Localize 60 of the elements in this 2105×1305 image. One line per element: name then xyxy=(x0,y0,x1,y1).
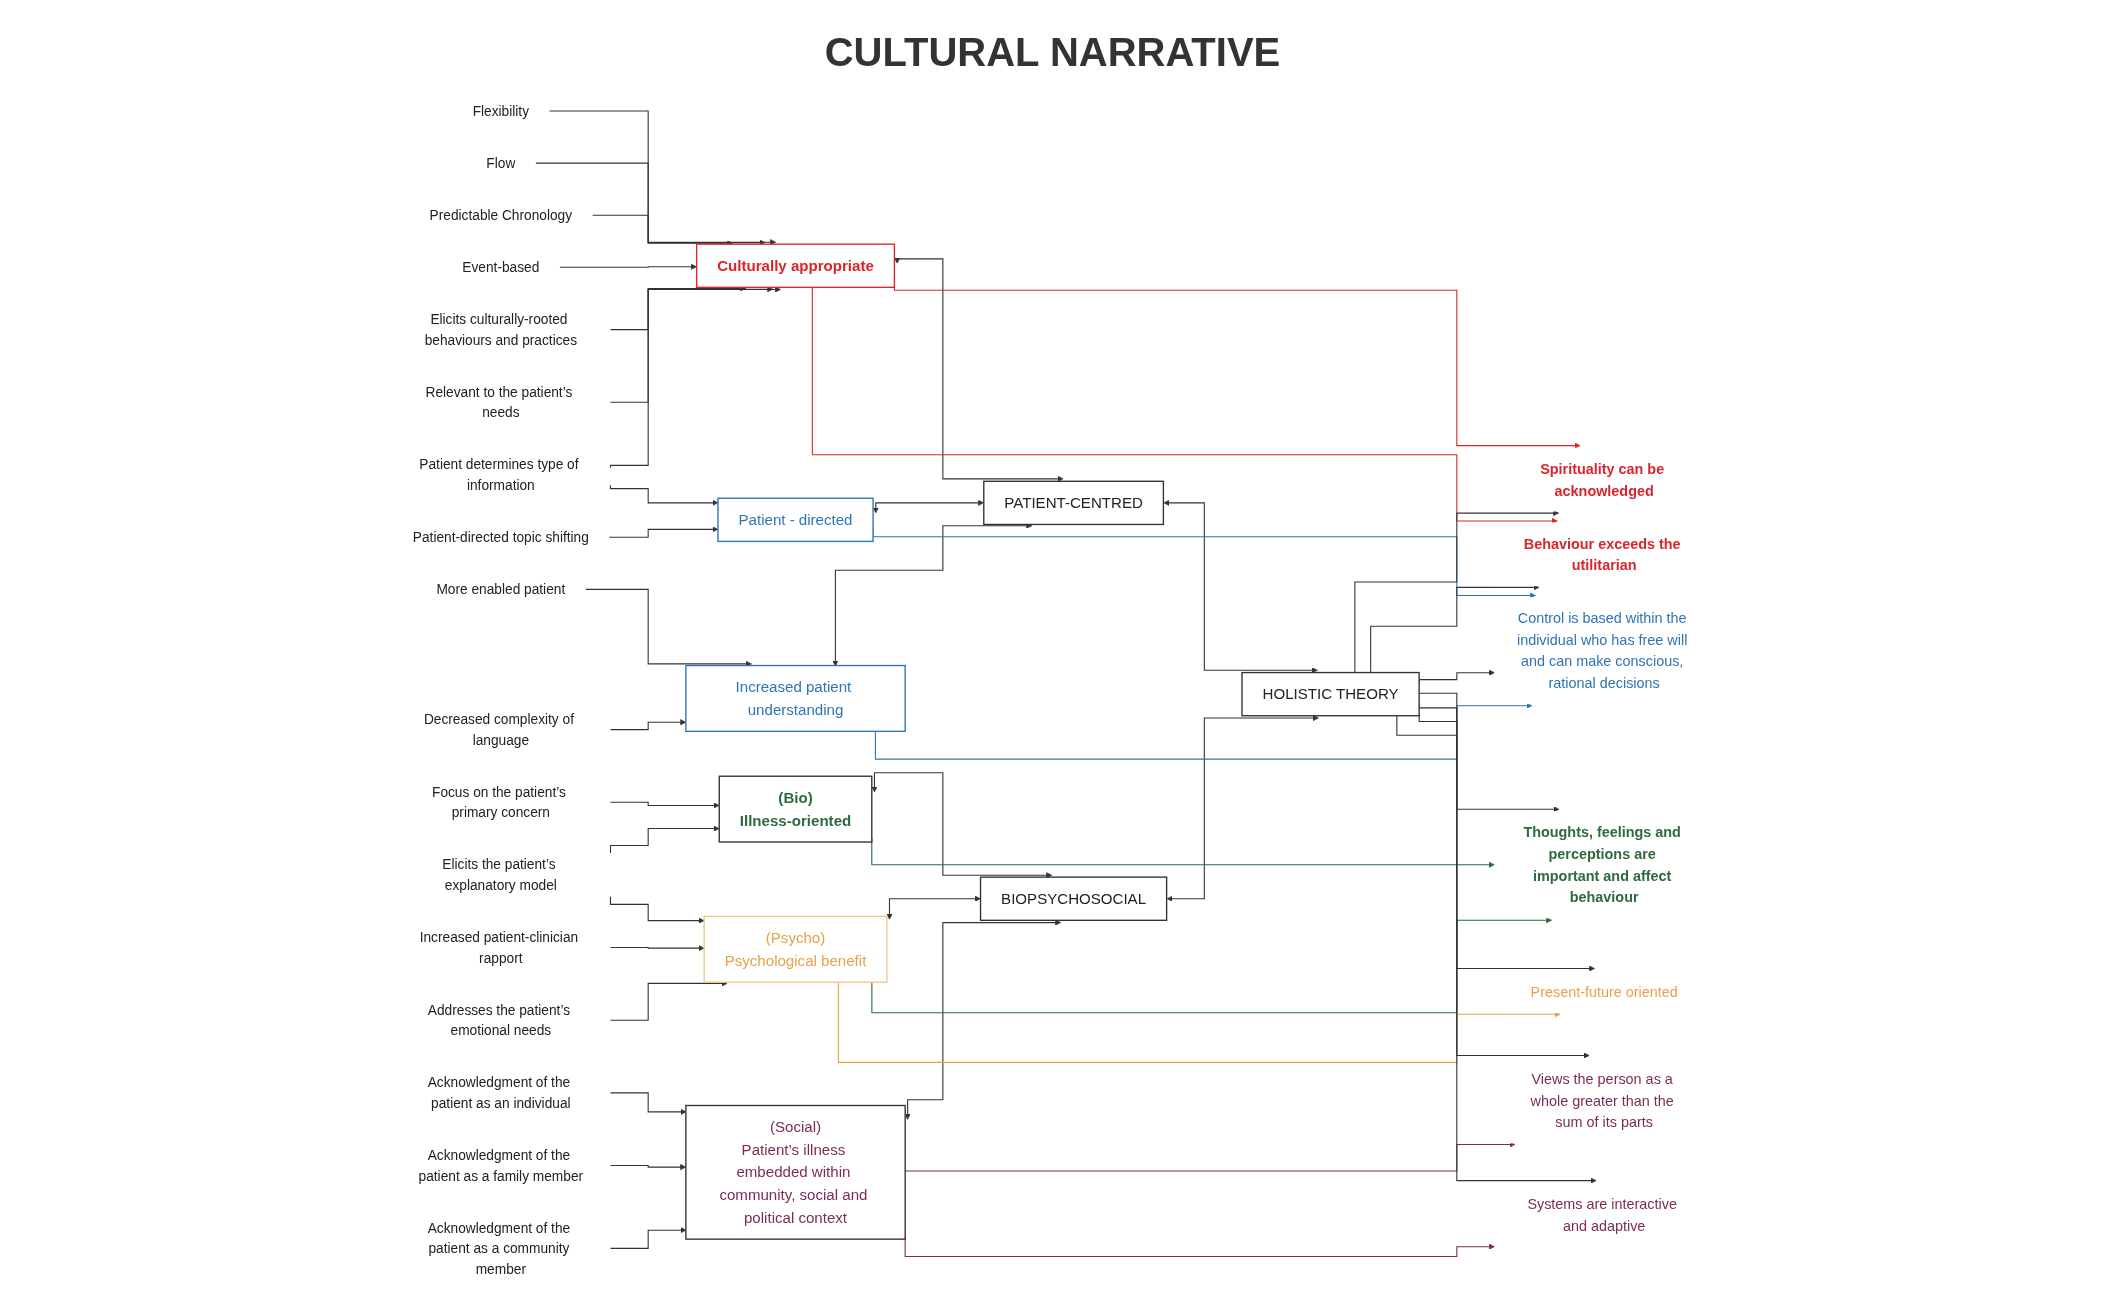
node-text: Focus on the patient’s primary concern xyxy=(432,784,566,821)
arrow xyxy=(609,980,728,1021)
node-text: Elicits culturally-rooted behaviours and practices xyxy=(424,311,578,348)
arrow xyxy=(904,919,1062,1120)
node-text: Event-based xyxy=(462,259,540,275)
node-text: Predictable Chronology xyxy=(429,207,573,223)
node-text: Systems are interactive and adaptive xyxy=(1527,1196,1677,1234)
arrow xyxy=(535,162,766,246)
arrow xyxy=(609,896,705,924)
arrow xyxy=(837,981,1561,1063)
arrow xyxy=(559,263,697,270)
node-box: BIOPSYCHOSOCIAL xyxy=(979,876,1168,921)
node-text: Patient-directed topic shifting xyxy=(412,529,589,545)
arrow xyxy=(832,522,1033,667)
node-box: Culturally appropriate xyxy=(695,243,896,289)
node-text: Addresses the patient’s emotional needs xyxy=(427,1002,571,1039)
arrow xyxy=(886,895,981,920)
arrow xyxy=(549,110,777,246)
node-text: Spirituality can be acknowledged xyxy=(1540,460,1665,499)
arrow xyxy=(871,917,1552,1014)
node-text: Present-future oriented xyxy=(1530,983,1678,1000)
node-text: Acknowledgment of the patient as an individual xyxy=(427,1075,571,1111)
node-text: Increased patient-clinician rapport xyxy=(419,929,579,966)
arrow xyxy=(1354,510,1560,674)
node-box: HOLISTIC THEORY xyxy=(1241,671,1420,717)
arrow xyxy=(609,285,747,331)
arrow xyxy=(609,801,720,809)
arrow xyxy=(1166,715,1319,902)
node-text: Relevant to the patient’s needs xyxy=(425,384,573,421)
node-text: Behaviour exceeds the utilitarian xyxy=(1523,535,1681,573)
node-text: Control is based within the individual who has free will and can make conscious, rational decisions xyxy=(1516,610,1688,691)
node-box: Increased patient understanding xyxy=(685,664,906,732)
arrow xyxy=(592,214,733,247)
node-box: PATIENT-CENTRED xyxy=(983,480,1165,526)
arrow xyxy=(894,257,1064,482)
arrow xyxy=(609,286,781,469)
node-text: Acknowledgment of the patient as a family member xyxy=(418,1147,584,1184)
node-text: Flexibility xyxy=(472,103,530,119)
node-text: More enabled patient xyxy=(436,581,566,597)
node-text: Elicits the patient’s explanatory model xyxy=(442,857,557,893)
node-box: Patient - directed xyxy=(717,497,874,543)
arrow xyxy=(871,772,1053,879)
node-text: Decreased complexity of language xyxy=(423,711,574,748)
node-text: Acknowledgment of the patient as a community member xyxy=(427,1220,571,1277)
node-text: Flow xyxy=(486,155,516,171)
diagram-title: CULTURAL NARRATIVE xyxy=(824,30,1281,75)
arrow xyxy=(1163,499,1318,674)
node-text: Patient determines type of information xyxy=(419,457,579,493)
node-box: (Psycho) Psychological benefit xyxy=(703,915,888,983)
node-text: Thoughts, feelings and perceptions are important and affect behaviour xyxy=(1523,824,1681,905)
arrow xyxy=(609,286,774,403)
node-text: Views the person as a whole greater than the sum of its parts xyxy=(1530,1071,1674,1131)
arrow xyxy=(874,702,1533,760)
arrow xyxy=(585,588,752,667)
arrow xyxy=(609,945,705,952)
arrow xyxy=(609,825,720,854)
arrow xyxy=(1370,584,1540,674)
arrow xyxy=(1396,715,1597,1184)
node-box: (Social) Patient’s illness embedded within community, social and political context xyxy=(685,1104,906,1240)
node-box: (Bio) Illness-oriented xyxy=(718,775,873,843)
